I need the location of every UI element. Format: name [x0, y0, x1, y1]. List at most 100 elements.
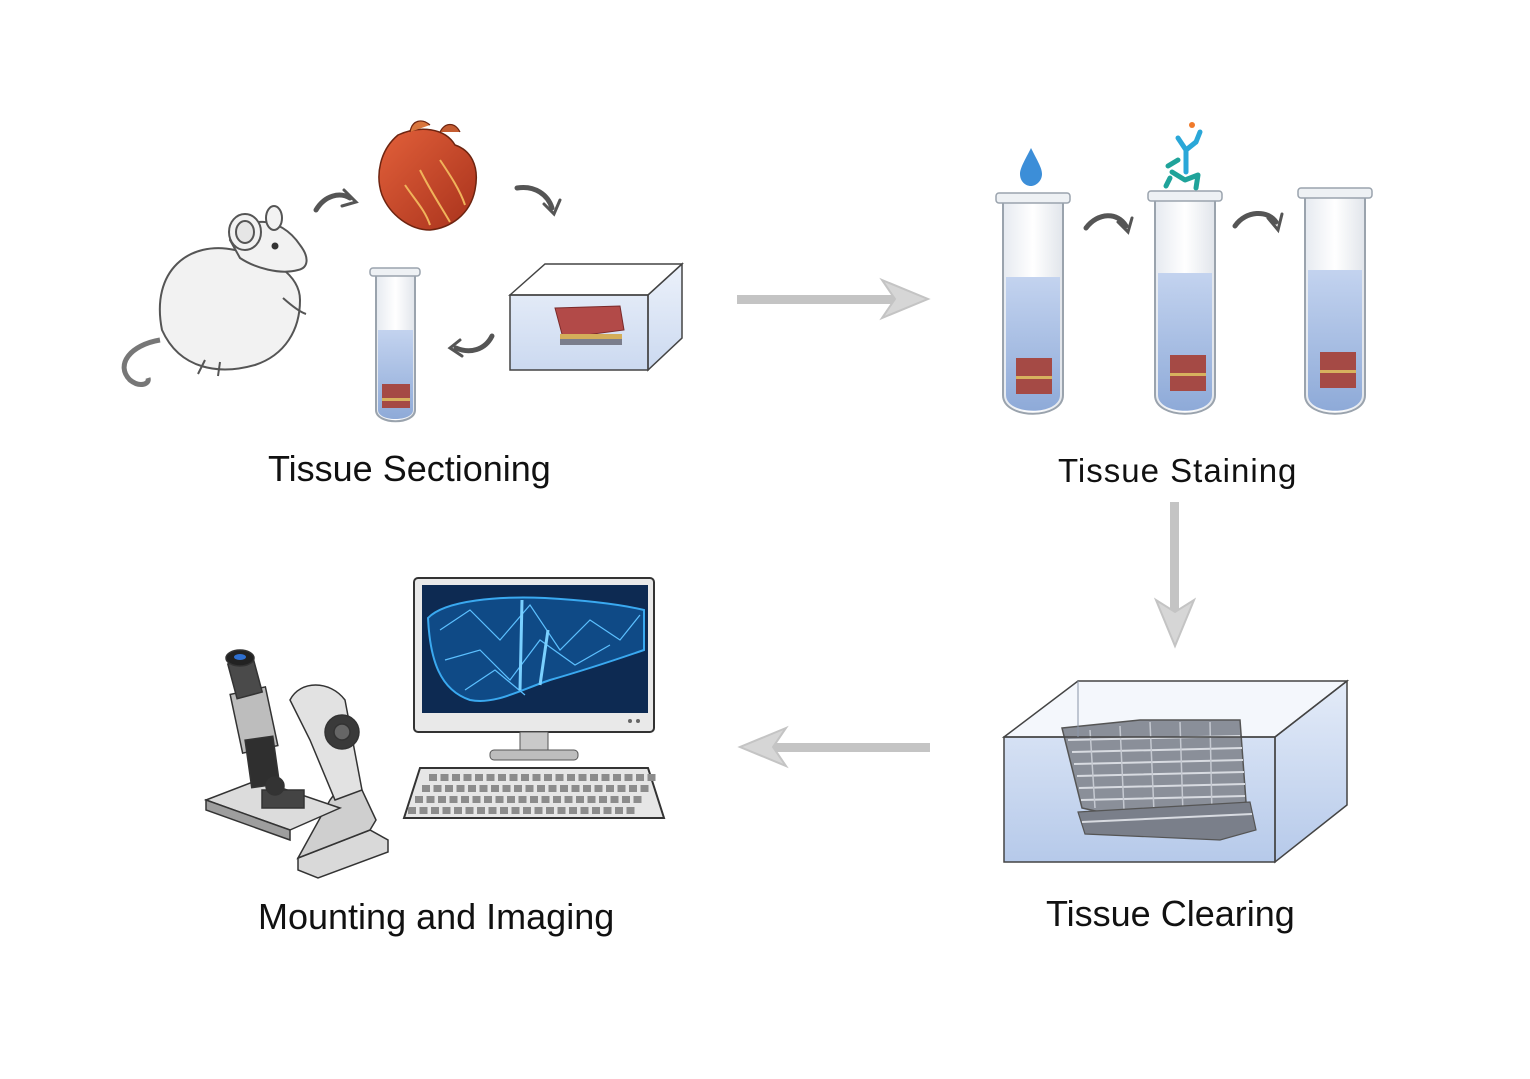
keyboard-key — [486, 774, 495, 781]
clearing-tank-icon — [1001, 679, 1350, 864]
keyboard-key — [465, 807, 474, 814]
cleared-tissue — [1061, 719, 1257, 841]
keyboard-key — [578, 774, 587, 781]
keyboard-key — [633, 796, 642, 803]
keyboard-key — [546, 807, 554, 814]
keyboard-key — [454, 807, 462, 814]
keyboard-key — [592, 807, 600, 814]
keyboard-key — [429, 774, 437, 781]
keyboard-key — [509, 774, 518, 781]
keyboard-key — [495, 796, 504, 803]
keyboard-key — [461, 796, 469, 803]
keyboard-key — [571, 785, 580, 792]
antibody-icon — [1163, 122, 1203, 191]
keyboard-key — [603, 807, 612, 814]
screen-tissue-image — [426, 596, 645, 702]
keyboard-key — [463, 774, 472, 781]
keyboard-key — [544, 774, 552, 781]
keyboard-key — [601, 774, 610, 781]
curved-arrow-5 — [1232, 211, 1284, 234]
test-tube-icon — [995, 192, 1071, 415]
keyboard-key — [523, 807, 531, 814]
keyboard-key — [564, 796, 573, 803]
arrow-clearing-to-imaging — [737, 725, 930, 769]
keyboard-key — [422, 785, 430, 792]
keyboard-key — [472, 796, 481, 803]
keyboard-key — [613, 774, 621, 781]
keyboard-key — [576, 796, 584, 803]
keyboard-key — [507, 796, 515, 803]
monitor-icon — [413, 577, 655, 761]
keyboard-key — [468, 785, 476, 792]
test-tube-icon — [1297, 187, 1373, 415]
keyboard-key — [606, 785, 614, 792]
keyboard-key — [484, 796, 492, 803]
keyboard-key — [442, 807, 451, 814]
keyboard-key — [548, 785, 557, 792]
keyboard-key — [449, 796, 458, 803]
keyboard-key — [514, 785, 522, 792]
arrow-staining-to-clearing — [1153, 502, 1197, 649]
keyboard-key — [617, 785, 626, 792]
keyboard-key — [624, 774, 633, 781]
keyboard-key — [587, 796, 596, 803]
keyboard-icon — [402, 767, 666, 819]
keyboard-key — [555, 774, 564, 781]
keyboard-key — [594, 785, 603, 792]
keyboard-key — [541, 796, 550, 803]
keyboard-key — [415, 796, 423, 803]
arrow-sectioning-to-staining — [737, 277, 931, 321]
keyboard-key — [521, 774, 529, 781]
keyboard-key — [626, 807, 635, 814]
keyboard-key — [408, 807, 416, 814]
mouse-icon — [121, 205, 308, 387]
keyboard-key — [640, 785, 649, 792]
curved-arrow-3 — [447, 333, 495, 358]
keyboard-key — [537, 785, 545, 792]
keyboard-key — [557, 807, 566, 814]
keyboard-key — [583, 785, 591, 792]
microscope-icon — [203, 649, 389, 879]
keyboard-key — [647, 774, 656, 781]
label-tissue-sectioning: Tissue Sectioning — [268, 448, 551, 489]
keyboard-key — [567, 774, 575, 781]
keyboard-key — [431, 807, 439, 814]
keyboard-key — [610, 796, 619, 803]
keyboard-key — [534, 807, 543, 814]
keyboard-key — [488, 807, 497, 814]
label-mounting-imaging: Mounting and Imaging — [258, 896, 615, 937]
curved-arrow-2 — [514, 184, 562, 217]
keyboard-key — [426, 796, 435, 803]
keyboard-key — [445, 785, 453, 792]
keyboard-key — [452, 774, 460, 781]
keyboard-key — [479, 785, 488, 792]
test-tube-icon — [369, 267, 421, 423]
keyboard-key — [530, 796, 538, 803]
embedding-box-icon — [508, 262, 684, 372]
keyboard-key — [615, 807, 623, 814]
keyboard-key — [475, 774, 483, 781]
curved-arrow-1 — [313, 188, 359, 213]
keyboard-key — [553, 796, 561, 803]
keyboard-key — [419, 807, 428, 814]
keyboard-key — [622, 796, 630, 803]
keyboard-key — [511, 807, 520, 814]
keyboard-key — [569, 807, 577, 814]
keyboard-key — [438, 796, 446, 803]
test-tube-icon — [1147, 190, 1223, 415]
keyboard-key — [518, 796, 527, 803]
keyboard-key — [629, 785, 637, 792]
keyboard-key — [599, 796, 607, 803]
keyboard-key — [477, 807, 485, 814]
staining-group — [995, 122, 1373, 415]
keyboard-key — [502, 785, 511, 792]
keyboard-key — [456, 785, 465, 792]
keyboard-key — [560, 785, 568, 792]
heart-icon — [378, 120, 477, 231]
label-tissue-staining: Tissue Staining — [1058, 452, 1298, 489]
keyboard-key — [433, 785, 442, 792]
keyboard-key — [532, 774, 541, 781]
keyboard-key — [580, 807, 589, 814]
keyboard-key — [590, 774, 598, 781]
